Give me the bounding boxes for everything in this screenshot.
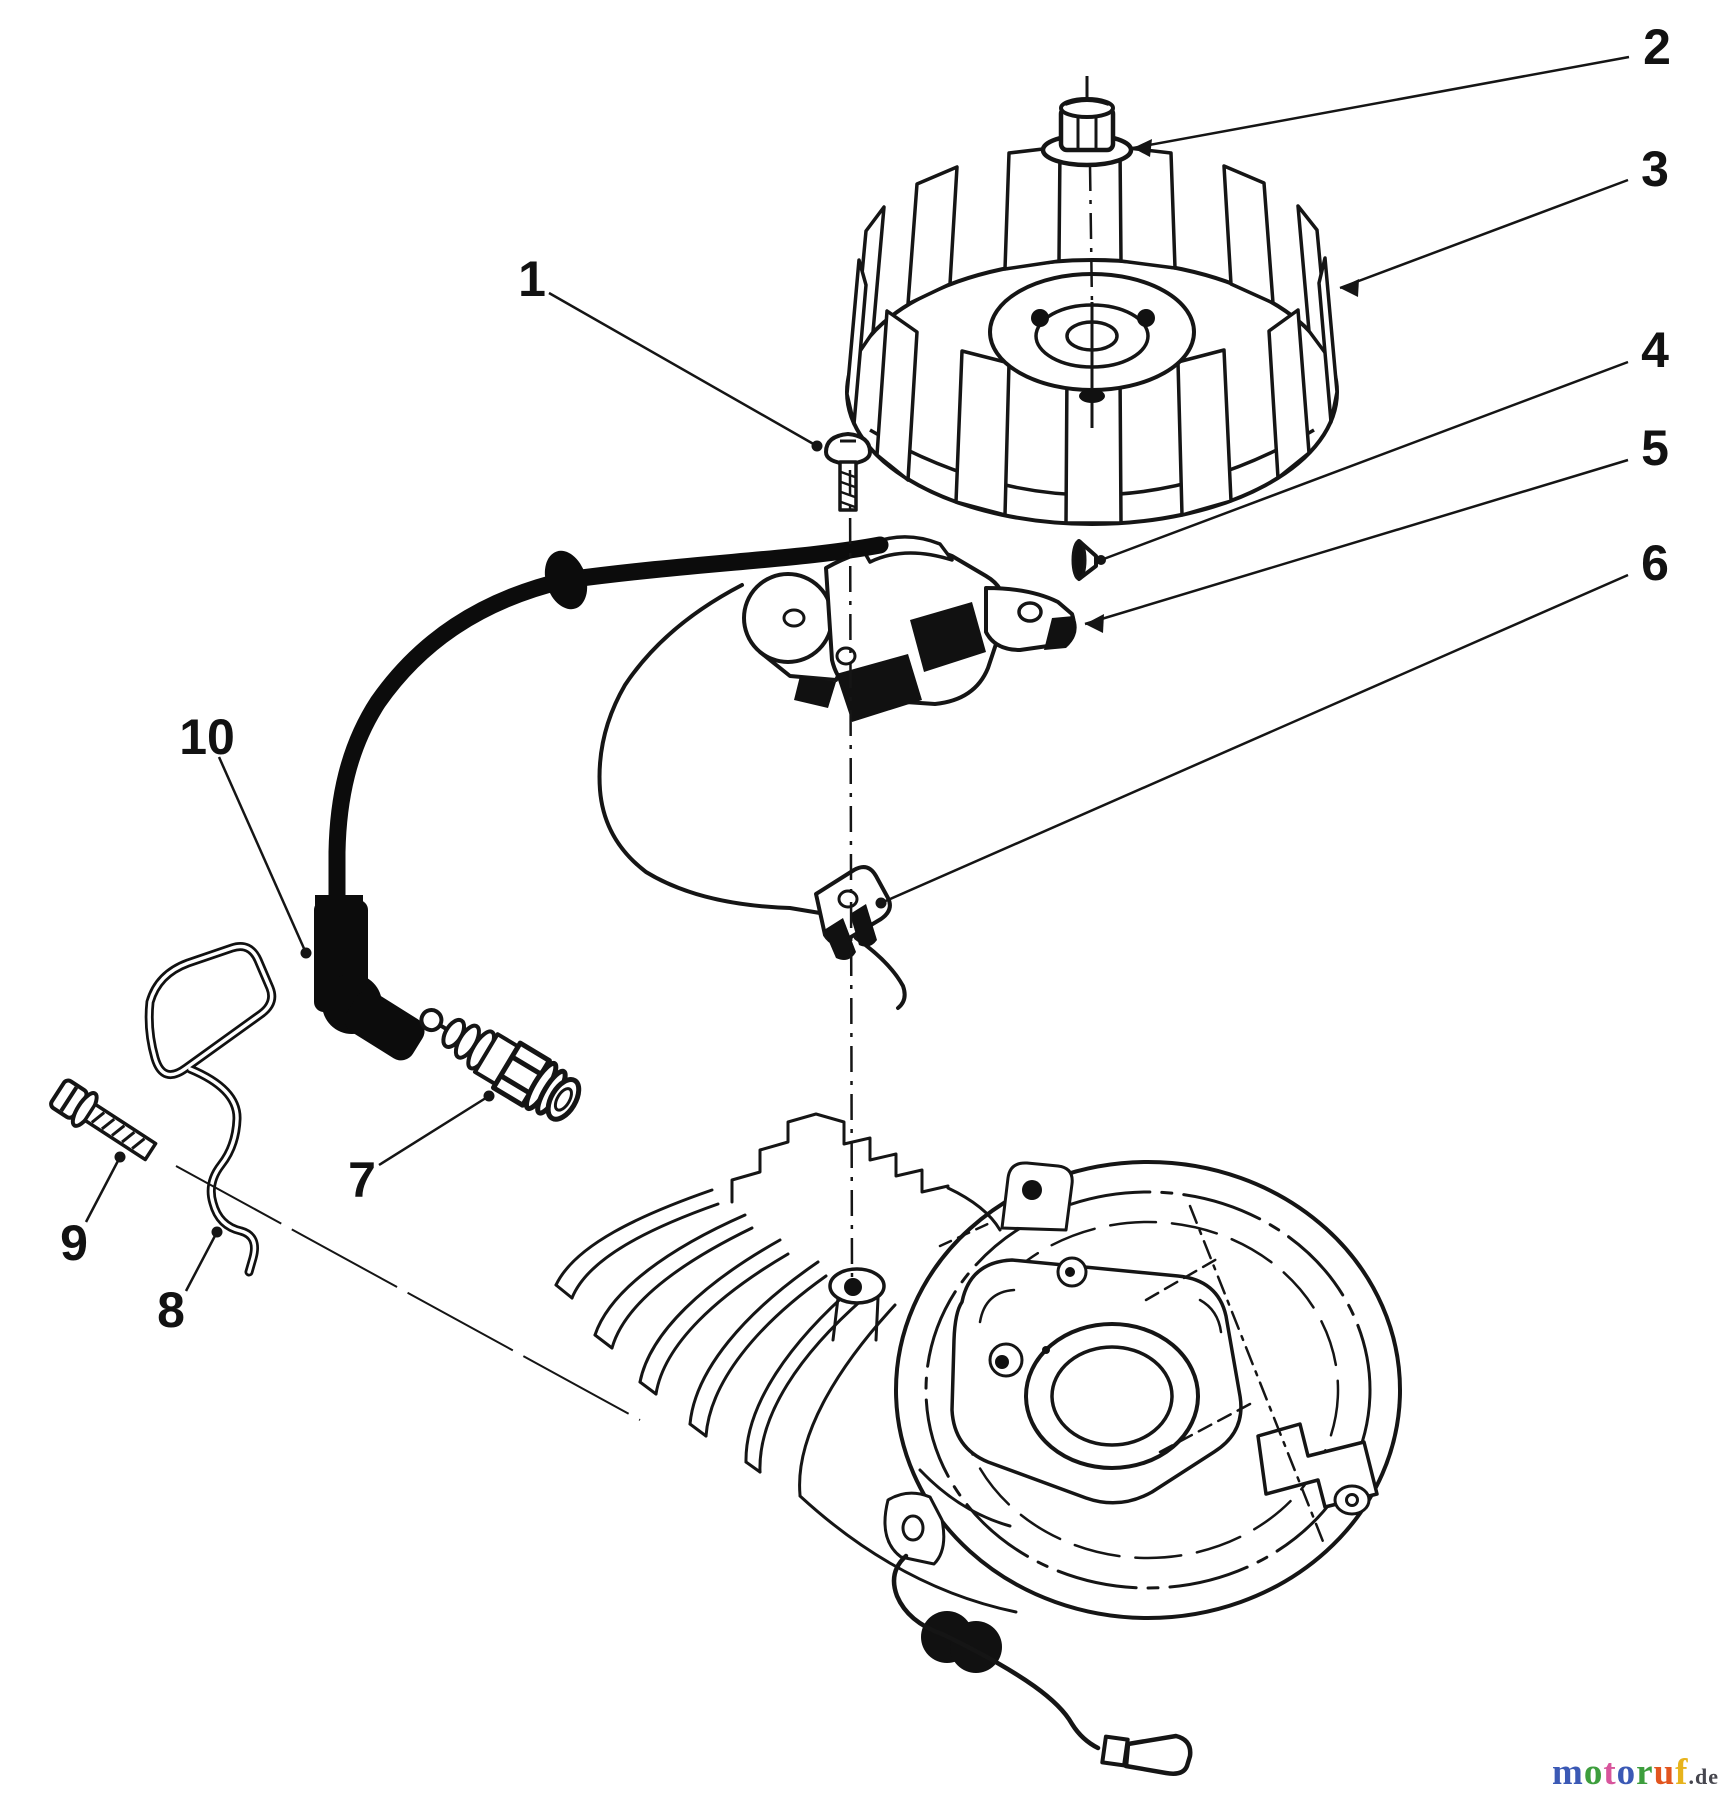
cylinder-fins <box>554 1112 1018 1614</box>
callout-6: 6 <box>1641 535 1669 591</box>
engine-block-drawing <box>554 1112 1402 1776</box>
callout-8: 8 <box>157 1282 185 1338</box>
callout-3: 3 <box>1641 141 1669 197</box>
callout-numbers: 1 2 3 4 5 6 7 8 9 10 <box>60 19 1671 1338</box>
watermark-letter: m <box>1552 1752 1584 1793</box>
assembly-axis-lines <box>175 164 1094 1421</box>
leader-8 <box>184 1226 223 1292</box>
mount-alignment-line <box>175 1165 641 1421</box>
base-hole-left <box>782 608 806 628</box>
flywheel-drawing <box>845 145 1339 526</box>
magnet-leg-right <box>910 602 986 672</box>
bolt-shank <box>83 1102 158 1162</box>
cable-clip <box>544 550 588 610</box>
callout-5: 5 <box>1641 420 1669 476</box>
screw-drawing <box>824 432 872 512</box>
flange-nut-drawing <box>1040 76 1134 168</box>
head-screw-hole <box>844 1278 862 1296</box>
fan-blades <box>845 145 1339 525</box>
leader-5 <box>1084 458 1629 633</box>
leader-7 <box>378 1090 495 1167</box>
callout-7: 7 <box>348 1152 376 1208</box>
motoruf-watermark-link[interactable]: motoruf.de <box>1552 1751 1719 1794</box>
leader-4 <box>1096 360 1629 565</box>
tab-bolt-hole <box>1022 1180 1042 1200</box>
wire-clamp <box>814 865 892 960</box>
screw-axis-line <box>848 469 854 1281</box>
left-ear <box>883 1491 946 1566</box>
watermark-letter: u <box>1653 1752 1676 1793</box>
flange-bolt-drawing <box>49 1078 158 1162</box>
fin-crown <box>730 1112 950 1204</box>
flywheel-hub <box>988 272 1196 428</box>
spark-plug-cable <box>314 536 889 1061</box>
ignition-coil-drawing <box>742 535 1077 722</box>
leader-6 <box>875 573 1629 909</box>
arm-mount-hole <box>1017 601 1043 623</box>
kill-wire-lower <box>891 1553 1193 1776</box>
callout-10: 10 <box>179 709 235 765</box>
nut-axis-line <box>1088 164 1094 307</box>
terminal-sleeve <box>1100 1734 1130 1768</box>
screw-head <box>824 432 872 466</box>
callout-4: 4 <box>1641 322 1669 378</box>
callout-1: 1 <box>518 251 546 307</box>
leader-3 <box>1339 178 1629 297</box>
base-hole-lower <box>835 646 857 666</box>
leader-2 <box>1132 55 1630 157</box>
callout-leaders <box>84 55 1630 1292</box>
flywheel-key-drawing <box>1071 539 1098 581</box>
watermark-letter: t <box>1603 1752 1617 1793</box>
leader-9 <box>84 1151 126 1223</box>
right-ear <box>1333 1484 1371 1516</box>
magnet-leg-left <box>836 654 922 722</box>
watermark-letter: o <box>1583 1752 1604 1793</box>
leader-1 <box>548 291 823 452</box>
callout-9: 9 <box>60 1215 88 1271</box>
spark-plug-boot <box>314 895 425 1061</box>
clamp-hole <box>837 889 859 909</box>
watermark-suffix: .de <box>1688 1764 1719 1789</box>
crankcase-housing <box>883 1160 1402 1620</box>
spade-terminal <box>1123 1733 1193 1776</box>
spark-plug-drawing <box>419 1008 582 1122</box>
watermark-letter: r <box>1636 1752 1654 1793</box>
callout-2: 2 <box>1643 19 1671 75</box>
wire-guide-drawing <box>144 942 277 1277</box>
kill-wire-upper <box>597 583 907 1010</box>
watermark-letter: f <box>1675 1752 1689 1793</box>
cable <box>328 536 889 921</box>
leader-10 <box>217 756 312 959</box>
watermark-letter: o <box>1616 1752 1637 1793</box>
